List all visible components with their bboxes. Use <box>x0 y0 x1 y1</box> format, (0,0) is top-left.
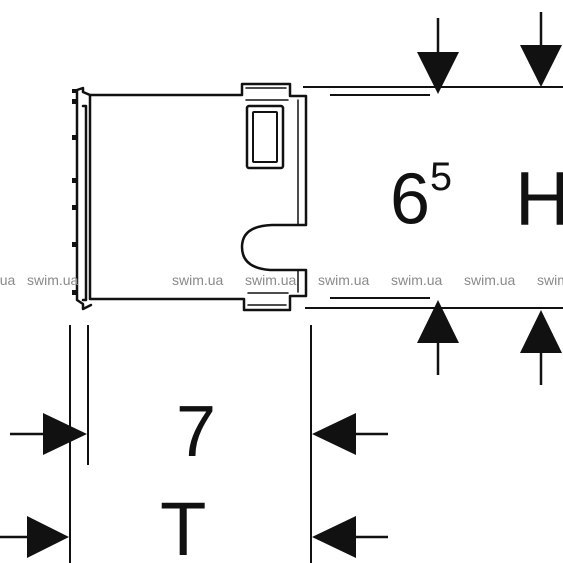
height-symbol-label: H <box>515 157 563 242</box>
watermark-3: swim.ua <box>172 272 224 288</box>
edge-ticks <box>72 89 78 295</box>
thickness-arrow-left-bottom <box>312 516 356 558</box>
slot-window <box>245 104 285 170</box>
height-value-superscript: 5 <box>430 155 453 199</box>
watermark-1: swim.ua <box>0 272 16 288</box>
watermark-5: swim.ua <box>318 272 370 288</box>
left-flange <box>75 86 93 311</box>
height-value-label: 65 <box>390 155 453 235</box>
watermark-2: swim.ua <box>27 272 79 288</box>
height-value-base: 6 <box>390 159 431 240</box>
thickness-arrows <box>0 413 388 558</box>
thickness-arrow-right-top <box>43 413 87 455</box>
thickness-arrow-right-bottom <box>27 516 69 558</box>
watermark-4: swim.ua <box>245 272 297 288</box>
height-arrow-down-right <box>520 45 562 87</box>
thickness-arrow-left-top <box>312 413 356 455</box>
profile-outline <box>88 82 308 312</box>
watermark-6: swim.ua <box>391 272 443 288</box>
slot-window-inner <box>252 111 278 163</box>
watermark-7: swim.ua <box>464 272 516 288</box>
watermark-8: swim.ua <box>537 272 563 288</box>
height-arrow-up-right <box>520 310 562 353</box>
thickness-value-label: 7 <box>176 392 217 472</box>
height-arrow-down-left <box>417 52 459 94</box>
thickness-symbol-label: T <box>160 487 207 563</box>
height-arrows <box>417 12 562 385</box>
clip-detail-top <box>245 87 289 101</box>
clip-detail-bottom <box>247 292 289 306</box>
height-arrow-up-left <box>417 300 459 343</box>
